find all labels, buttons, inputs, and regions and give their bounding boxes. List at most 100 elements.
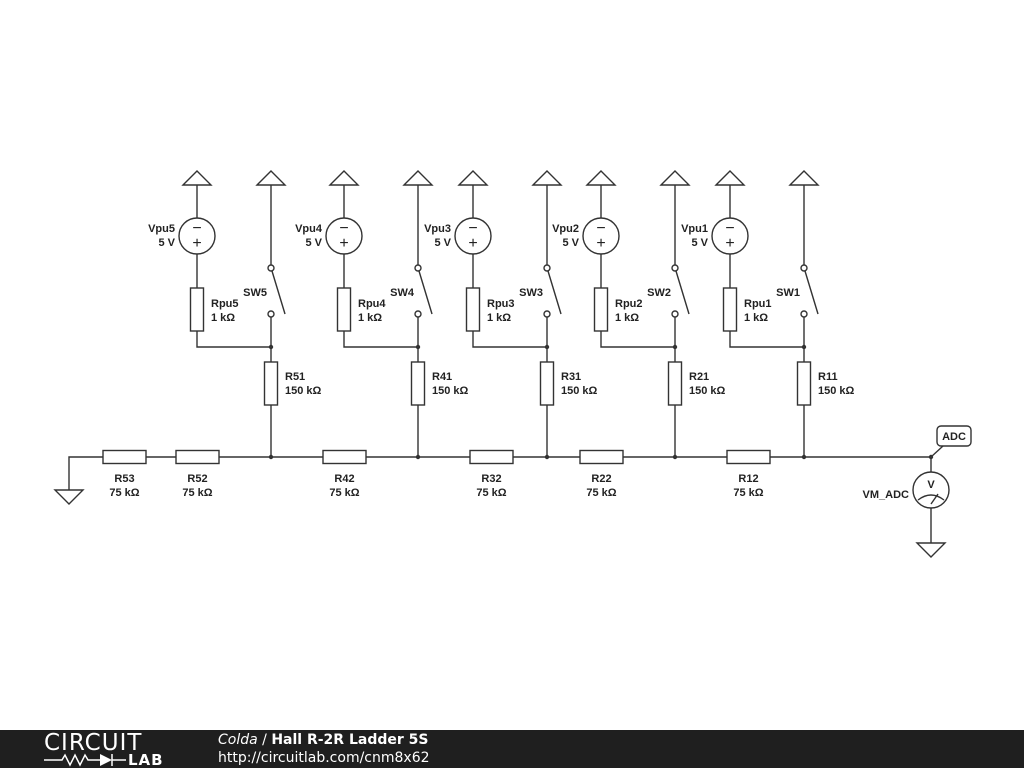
switch-name: SW4 — [390, 287, 415, 299]
leg-resistor-value: 150 kΩ — [689, 385, 726, 397]
leg-resistor-value: 150 kΩ — [432, 385, 469, 397]
ladder-resistor-name: R22 — [591, 473, 611, 485]
voltmeter-needle — [930, 493, 939, 505]
ladder-resistor-name: R32 — [481, 473, 501, 485]
switch-lever[interactable] — [271, 270, 286, 315]
wire — [196, 331, 271, 348]
circuit-url-link[interactable]: http://circuitlab.com/cnm8x62 — [218, 750, 430, 766]
switch-contact — [267, 264, 275, 272]
rpu-value: 1 kΩ — [358, 312, 382, 324]
vpu-name: Vpu1 — [681, 223, 708, 235]
wire — [343, 331, 418, 348]
minus-sign: − — [468, 220, 477, 237]
switch-contact — [414, 264, 422, 272]
switch-lever[interactable] — [547, 270, 562, 315]
wire — [472, 331, 547, 348]
leg-resistor-name: R51 — [285, 371, 305, 383]
logo-text-circuit: CIRCUIT — [44, 730, 143, 756]
leg-resistor-name: R21 — [689, 371, 709, 383]
leg-resistor[interactable] — [539, 361, 555, 406]
rpu-value: 1 kΩ — [211, 312, 235, 324]
ladder-resistor[interactable] — [579, 449, 624, 465]
footer-bar: CIRCUIT LAB Colda / Hall R-2R Ladder 5S … — [0, 730, 1024, 769]
logo-resistor-diode-icon — [44, 753, 126, 767]
leg-resistor[interactable] — [796, 361, 812, 406]
ladder-resistor[interactable] — [469, 449, 514, 465]
junction-dot — [415, 344, 421, 350]
pullup-resistor[interactable] — [722, 287, 738, 332]
leg-resistor[interactable] — [263, 361, 279, 406]
title-separator: / — [257, 732, 272, 748]
ladder-resistor-value: 75 kΩ — [586, 487, 616, 499]
switch-lever[interactable] — [675, 270, 690, 315]
ladder-resistor[interactable] — [726, 449, 771, 465]
vpu-value: 5 V — [691, 237, 708, 249]
minus-sign: − — [596, 220, 605, 237]
supply-rail-icon — [328, 170, 360, 186]
voltmeter-name: VM_ADC — [863, 489, 910, 501]
plus-sign: + — [192, 235, 201, 252]
rpu-name: Rpu5 — [211, 298, 239, 310]
vpu-value: 5 V — [434, 237, 451, 249]
adc-probe-tag[interactable] — [936, 425, 972, 447]
plus-sign: + — [596, 235, 605, 252]
leg-resistor-name: R31 — [561, 371, 581, 383]
switch-contact — [414, 310, 422, 318]
leg-resistor[interactable] — [410, 361, 426, 406]
vpu-name: Vpu3 — [424, 223, 451, 235]
circuit-title-line: Colda / Hall R-2R Ladder 5S — [218, 732, 428, 749]
vpu-name: Vpu4 — [295, 223, 323, 235]
ladder-resistor-name: R42 — [334, 473, 354, 485]
wire — [68, 456, 103, 490]
author-link[interactable]: Colda — [218, 732, 258, 748]
vpu-value: 5 V — [562, 237, 579, 249]
vpu-value: 5 V — [305, 237, 322, 249]
supply-rail-icon — [659, 170, 691, 186]
circuit-title[interactable]: Hall R-2R Ladder 5S — [271, 732, 429, 748]
switch-contact — [267, 310, 275, 318]
rpu-name: Rpu4 — [358, 298, 386, 310]
ladder-resistor[interactable] — [175, 449, 220, 465]
junction-dot — [672, 344, 678, 350]
junction-dot — [268, 344, 274, 350]
minus-sign: − — [192, 220, 201, 237]
ladder-resistor[interactable] — [322, 449, 367, 465]
voltmeter-symbol: V — [927, 479, 935, 491]
ladder-resistor-name: R53 — [114, 473, 134, 485]
switch-name: SW1 — [776, 287, 800, 299]
supply-rail-icon — [457, 170, 489, 186]
rpu-name: Rpu2 — [615, 298, 643, 310]
pullup-resistor[interactable] — [189, 287, 205, 332]
vpu-name: Vpu2 — [552, 223, 579, 235]
switch-lever[interactable] — [418, 270, 433, 315]
switch-lever[interactable] — [804, 270, 819, 315]
leg-resistor-value: 150 kΩ — [285, 385, 322, 397]
pullup-resistor[interactable] — [465, 287, 481, 332]
switch-contact — [800, 310, 808, 318]
pullup-resistor[interactable] — [593, 287, 609, 332]
rpu-value: 1 kΩ — [615, 312, 639, 324]
adc-probe-label: ADC — [942, 431, 966, 443]
leg-resistor[interactable] — [667, 361, 683, 406]
ladder-resistor-value: 75 kΩ — [476, 487, 506, 499]
pullup-resistor[interactable] — [336, 287, 352, 332]
switch-contact — [800, 264, 808, 272]
switch-contact — [543, 310, 551, 318]
ladder-resistor-value: 75 kΩ — [733, 487, 763, 499]
supply-rail-icon — [585, 170, 617, 186]
rpu-name: Rpu1 — [744, 298, 772, 310]
switch-contact — [543, 264, 551, 272]
ladder-resistor-name: R12 — [738, 473, 758, 485]
wire — [729, 331, 804, 348]
plus-sign: + — [468, 235, 477, 252]
circuitlab-logo[interactable]: CIRCUIT — [44, 731, 142, 755]
supply-rail-icon — [181, 170, 213, 186]
ladder-resistor[interactable] — [102, 449, 147, 465]
leg-resistor-name: R11 — [818, 371, 838, 383]
junction-dot — [801, 344, 807, 350]
ground-icon[interactable] — [915, 542, 947, 558]
rpu-name: Rpu3 — [487, 298, 515, 310]
ground-icon[interactable] — [53, 489, 85, 505]
ladder-resistor-name: R52 — [187, 473, 207, 485]
